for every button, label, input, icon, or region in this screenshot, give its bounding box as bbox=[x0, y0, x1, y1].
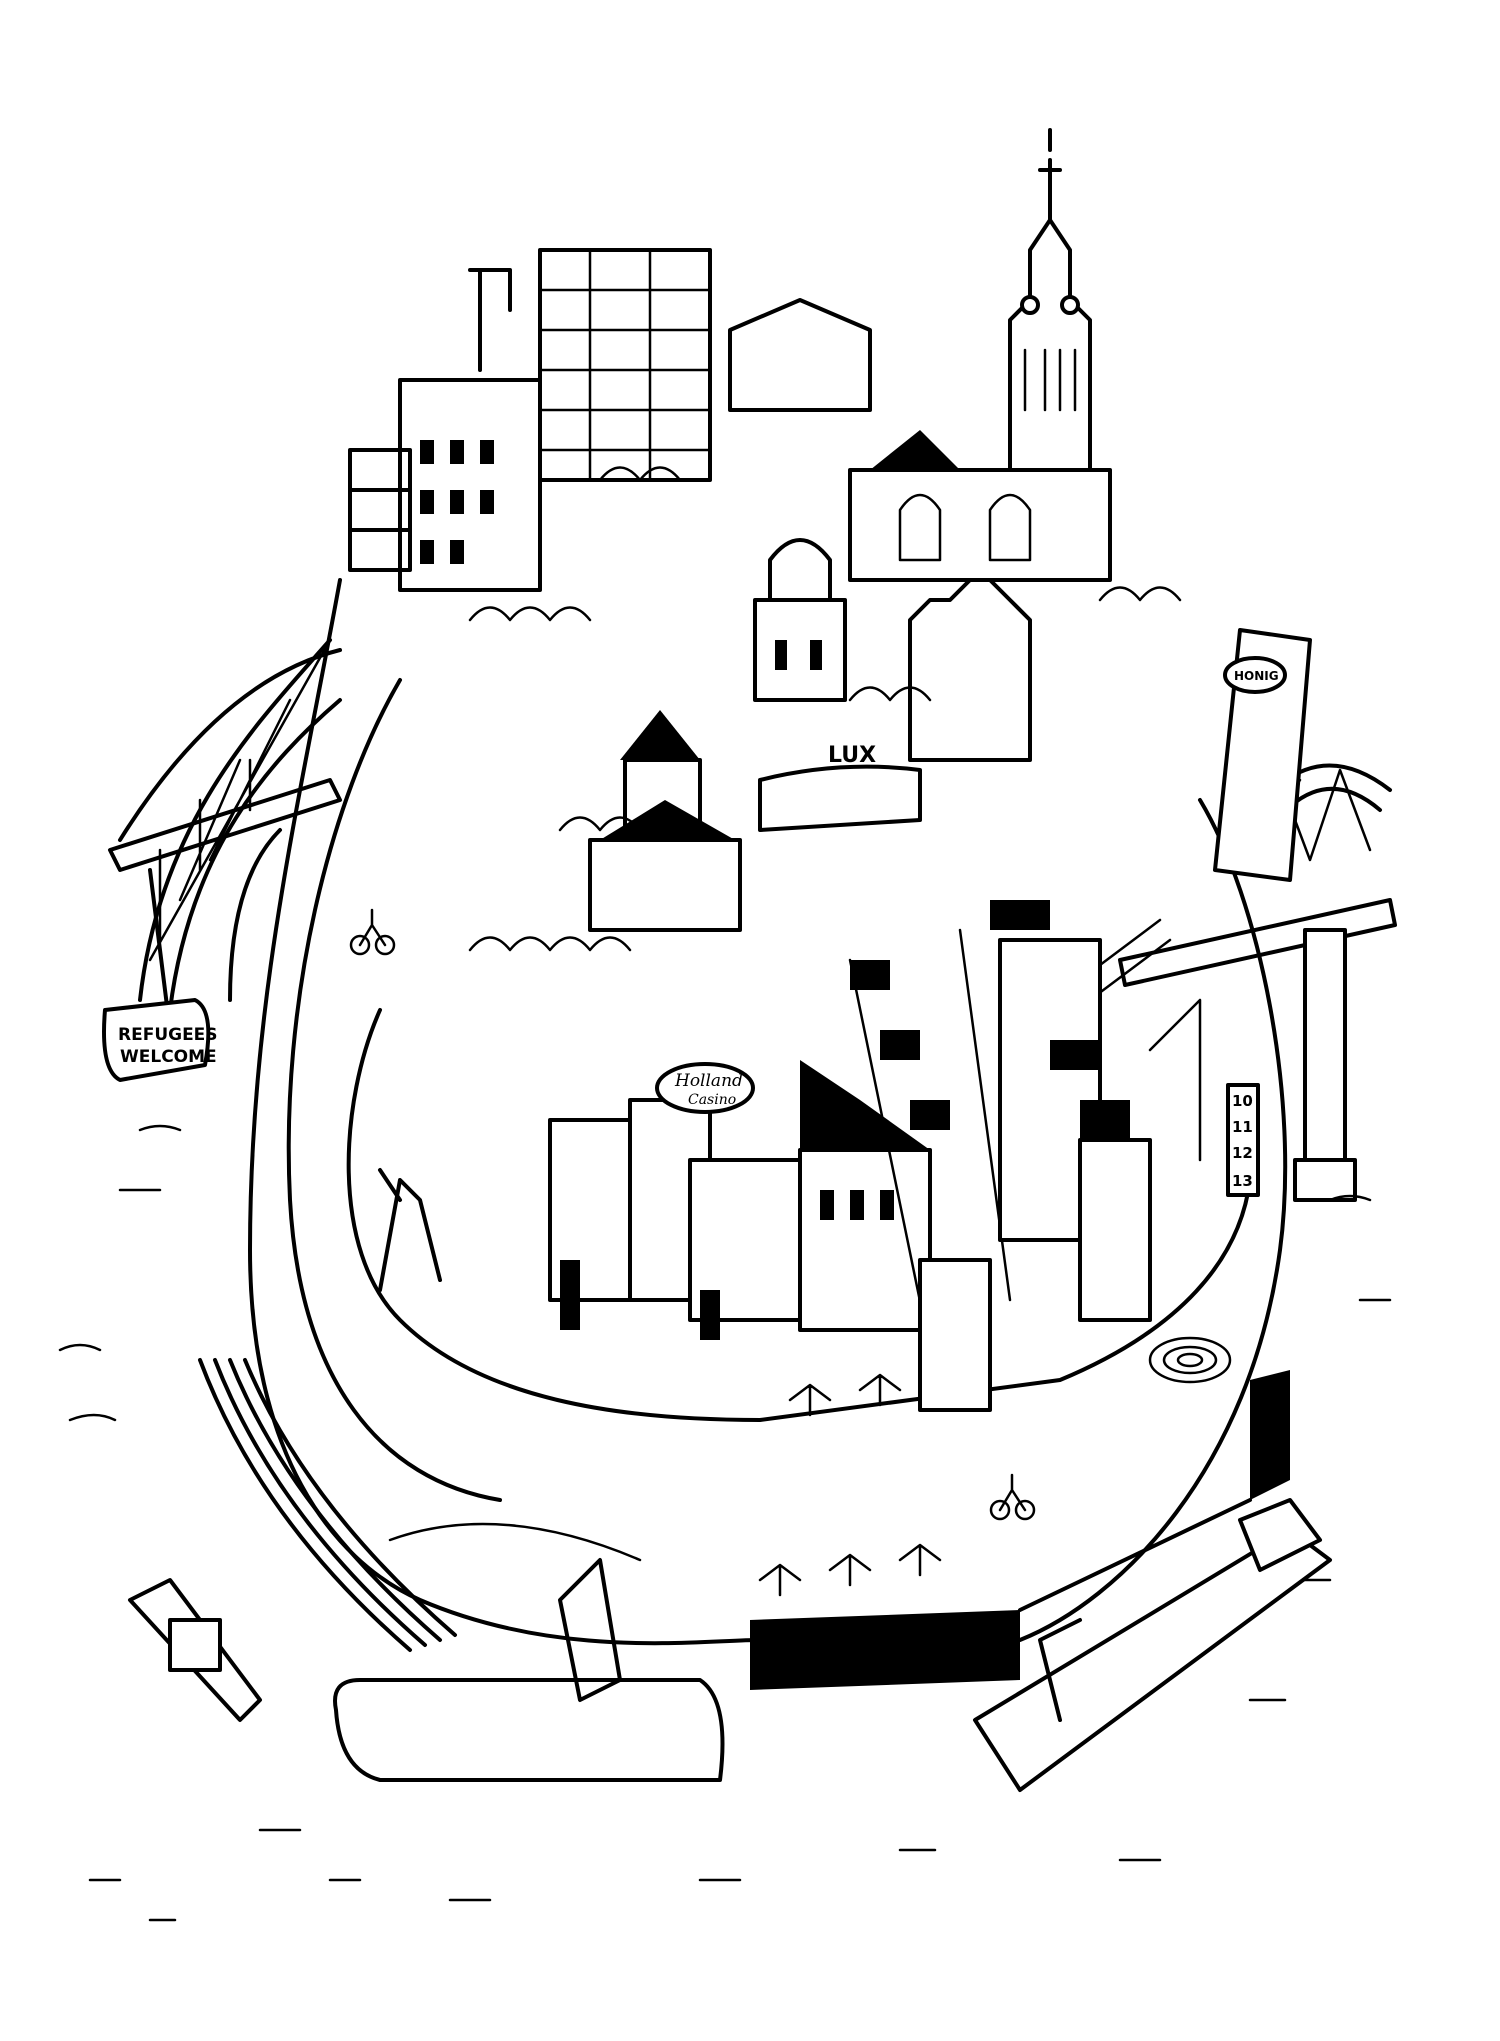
svg-text:10: 10 bbox=[1232, 1092, 1253, 1110]
holland-casino-sign: Holland Casino bbox=[655, 1062, 755, 1114]
lux-cinema-sign: LUX bbox=[758, 743, 922, 832]
right-barge bbox=[973, 1498, 1332, 1792]
svg-text:LUX: LUX bbox=[828, 743, 876, 768]
svg-text:11: 11 bbox=[1232, 1118, 1253, 1136]
left-bridge bbox=[108, 638, 342, 1032]
city-center-buildings bbox=[548, 900, 1152, 1412]
svg-text:Casino: Casino bbox=[688, 1092, 736, 1108]
right-bridge bbox=[1078, 763, 1397, 1202]
svg-text:12: 12 bbox=[1232, 1144, 1253, 1162]
hills bbox=[468, 466, 1182, 952]
river-waves bbox=[58, 1124, 1392, 1922]
office-tower bbox=[538, 248, 712, 482]
inner-road bbox=[286, 678, 1252, 1502]
cyclists bbox=[349, 908, 1036, 1521]
svg-text:Holland: Holland bbox=[674, 1071, 743, 1091]
left-building bbox=[348, 268, 542, 592]
pavilion bbox=[728, 298, 872, 412]
refugees-welcome-sign: REFUGEES WELCOME bbox=[102, 998, 218, 1082]
church-tower bbox=[848, 128, 1112, 582]
honig-factory: HONIG bbox=[1213, 628, 1312, 882]
svg-text:13: 13 bbox=[1232, 1172, 1253, 1190]
center-boat bbox=[333, 1522, 725, 1782]
onion-dome-tower bbox=[753, 538, 847, 702]
svg-text:WELCOME: WELCOME bbox=[120, 1047, 217, 1067]
island-outline bbox=[248, 578, 1288, 1646]
numbered-signs: 10 11 12 13 bbox=[1226, 1083, 1260, 1197]
small-church bbox=[588, 710, 742, 932]
wolf-statue bbox=[378, 1168, 442, 1292]
svg-text:HONIG: HONIG bbox=[1234, 669, 1279, 683]
quay-steps bbox=[198, 1358, 457, 1652]
stepped-gable bbox=[908, 578, 1032, 762]
svg-text:REFUGEES: REFUGEES bbox=[118, 1025, 218, 1045]
bridge-pillar bbox=[1303, 928, 1347, 1162]
cafe-terraces bbox=[758, 1373, 942, 1597]
spiral-sculpture bbox=[1148, 1336, 1232, 1384]
quay-wall bbox=[750, 1370, 1290, 1690]
left-ferry bbox=[128, 1578, 262, 1722]
